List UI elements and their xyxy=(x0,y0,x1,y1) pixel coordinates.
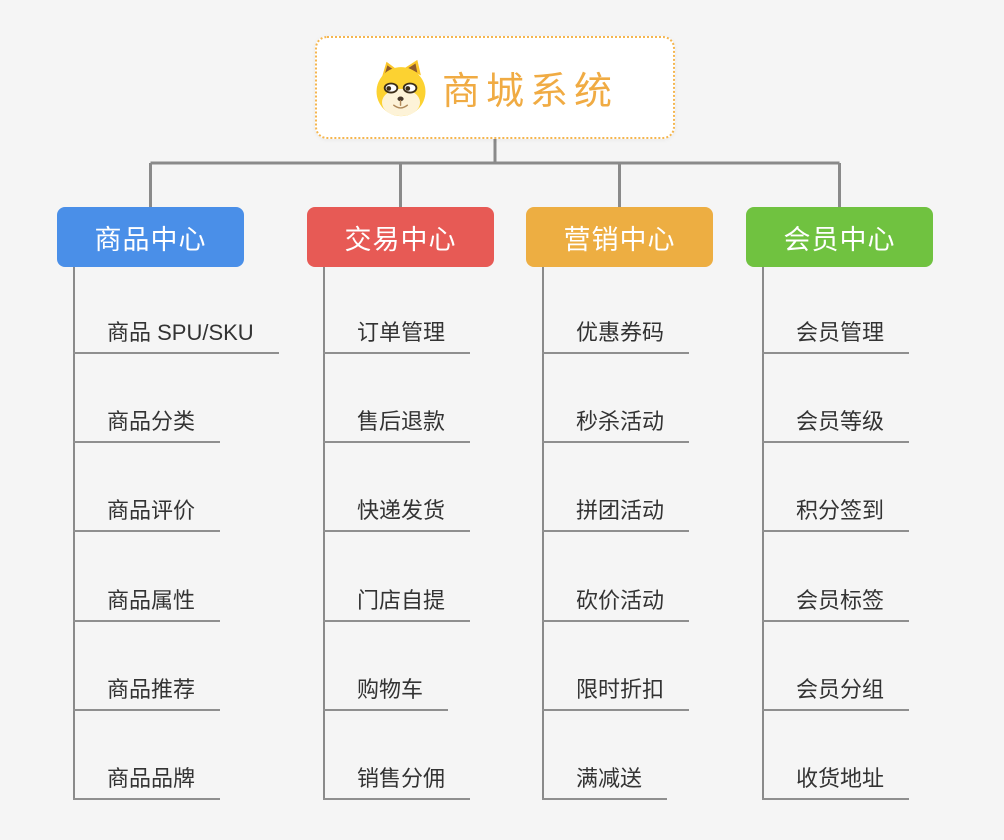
subtopic-item[interactable]: 秒杀活动 xyxy=(542,405,690,443)
subtopic-item[interactable]: 商品推荐 xyxy=(73,673,221,711)
branch-spine-line xyxy=(323,267,325,800)
dog-face-icon xyxy=(376,59,426,116)
subtopic-item[interactable]: 销售分佣 xyxy=(323,762,471,800)
root-topic-label: 商城系统 xyxy=(441,71,618,113)
subtopic-item[interactable]: 订单管理 xyxy=(323,316,471,354)
subtopic-item[interactable]: 商品品牌 xyxy=(73,762,221,800)
subtopic-item[interactable]: 商品评价 xyxy=(73,494,221,532)
subtopic-item[interactable]: 会员管理 xyxy=(762,316,910,354)
branch-topic-product-center[interactable]: 商品中心 xyxy=(57,207,244,267)
root-topic[interactable]: 商城系统 xyxy=(315,36,675,139)
subtopic-item[interactable]: 满减送 xyxy=(542,762,668,800)
subtopic-item[interactable]: 售后退款 xyxy=(323,405,471,443)
subtopic-item[interactable]: 会员标签 xyxy=(762,584,910,622)
subtopic-item[interactable]: 门店自提 xyxy=(323,584,471,622)
subtopic-item[interactable]: 会员分组 xyxy=(762,673,910,711)
subtopic-item[interactable]: 商品 SPU/SKU xyxy=(73,316,279,354)
subtopic-item[interactable]: 积分签到 xyxy=(762,494,910,532)
subtopic-item[interactable]: 收货地址 xyxy=(762,762,910,800)
branch-spine-line xyxy=(542,267,544,800)
subtopic-item[interactable]: 优惠券码 xyxy=(542,316,690,354)
branch-spine-line xyxy=(73,267,75,800)
subtopic-item[interactable]: 砍价活动 xyxy=(542,584,690,622)
branch-topic-label: 商品中心 xyxy=(94,224,207,255)
branch-topic-label: 交易中心 xyxy=(344,224,457,255)
branch-topic-label: 会员中心 xyxy=(783,224,896,255)
subtopic-item[interactable]: 商品属性 xyxy=(73,584,221,622)
subtopic-item[interactable]: 快递发货 xyxy=(323,494,471,532)
branch-topic-trade-center[interactable]: 交易中心 xyxy=(307,207,494,267)
subtopic-item[interactable]: 会员等级 xyxy=(762,405,910,443)
branch-topic-marketing-center[interactable]: 营销中心 xyxy=(526,207,713,267)
subtopic-item[interactable]: 拼团活动 xyxy=(542,494,690,532)
subtopic-item[interactable]: 购物车 xyxy=(323,673,449,711)
branch-topic-label: 营销中心 xyxy=(563,224,676,255)
subtopic-item[interactable]: 商品分类 xyxy=(73,405,221,443)
branch-spine-line xyxy=(762,267,764,800)
subtopic-item[interactable]: 限时折扣 xyxy=(542,673,690,711)
branch-topic-member-center[interactable]: 会员中心 xyxy=(746,207,933,267)
